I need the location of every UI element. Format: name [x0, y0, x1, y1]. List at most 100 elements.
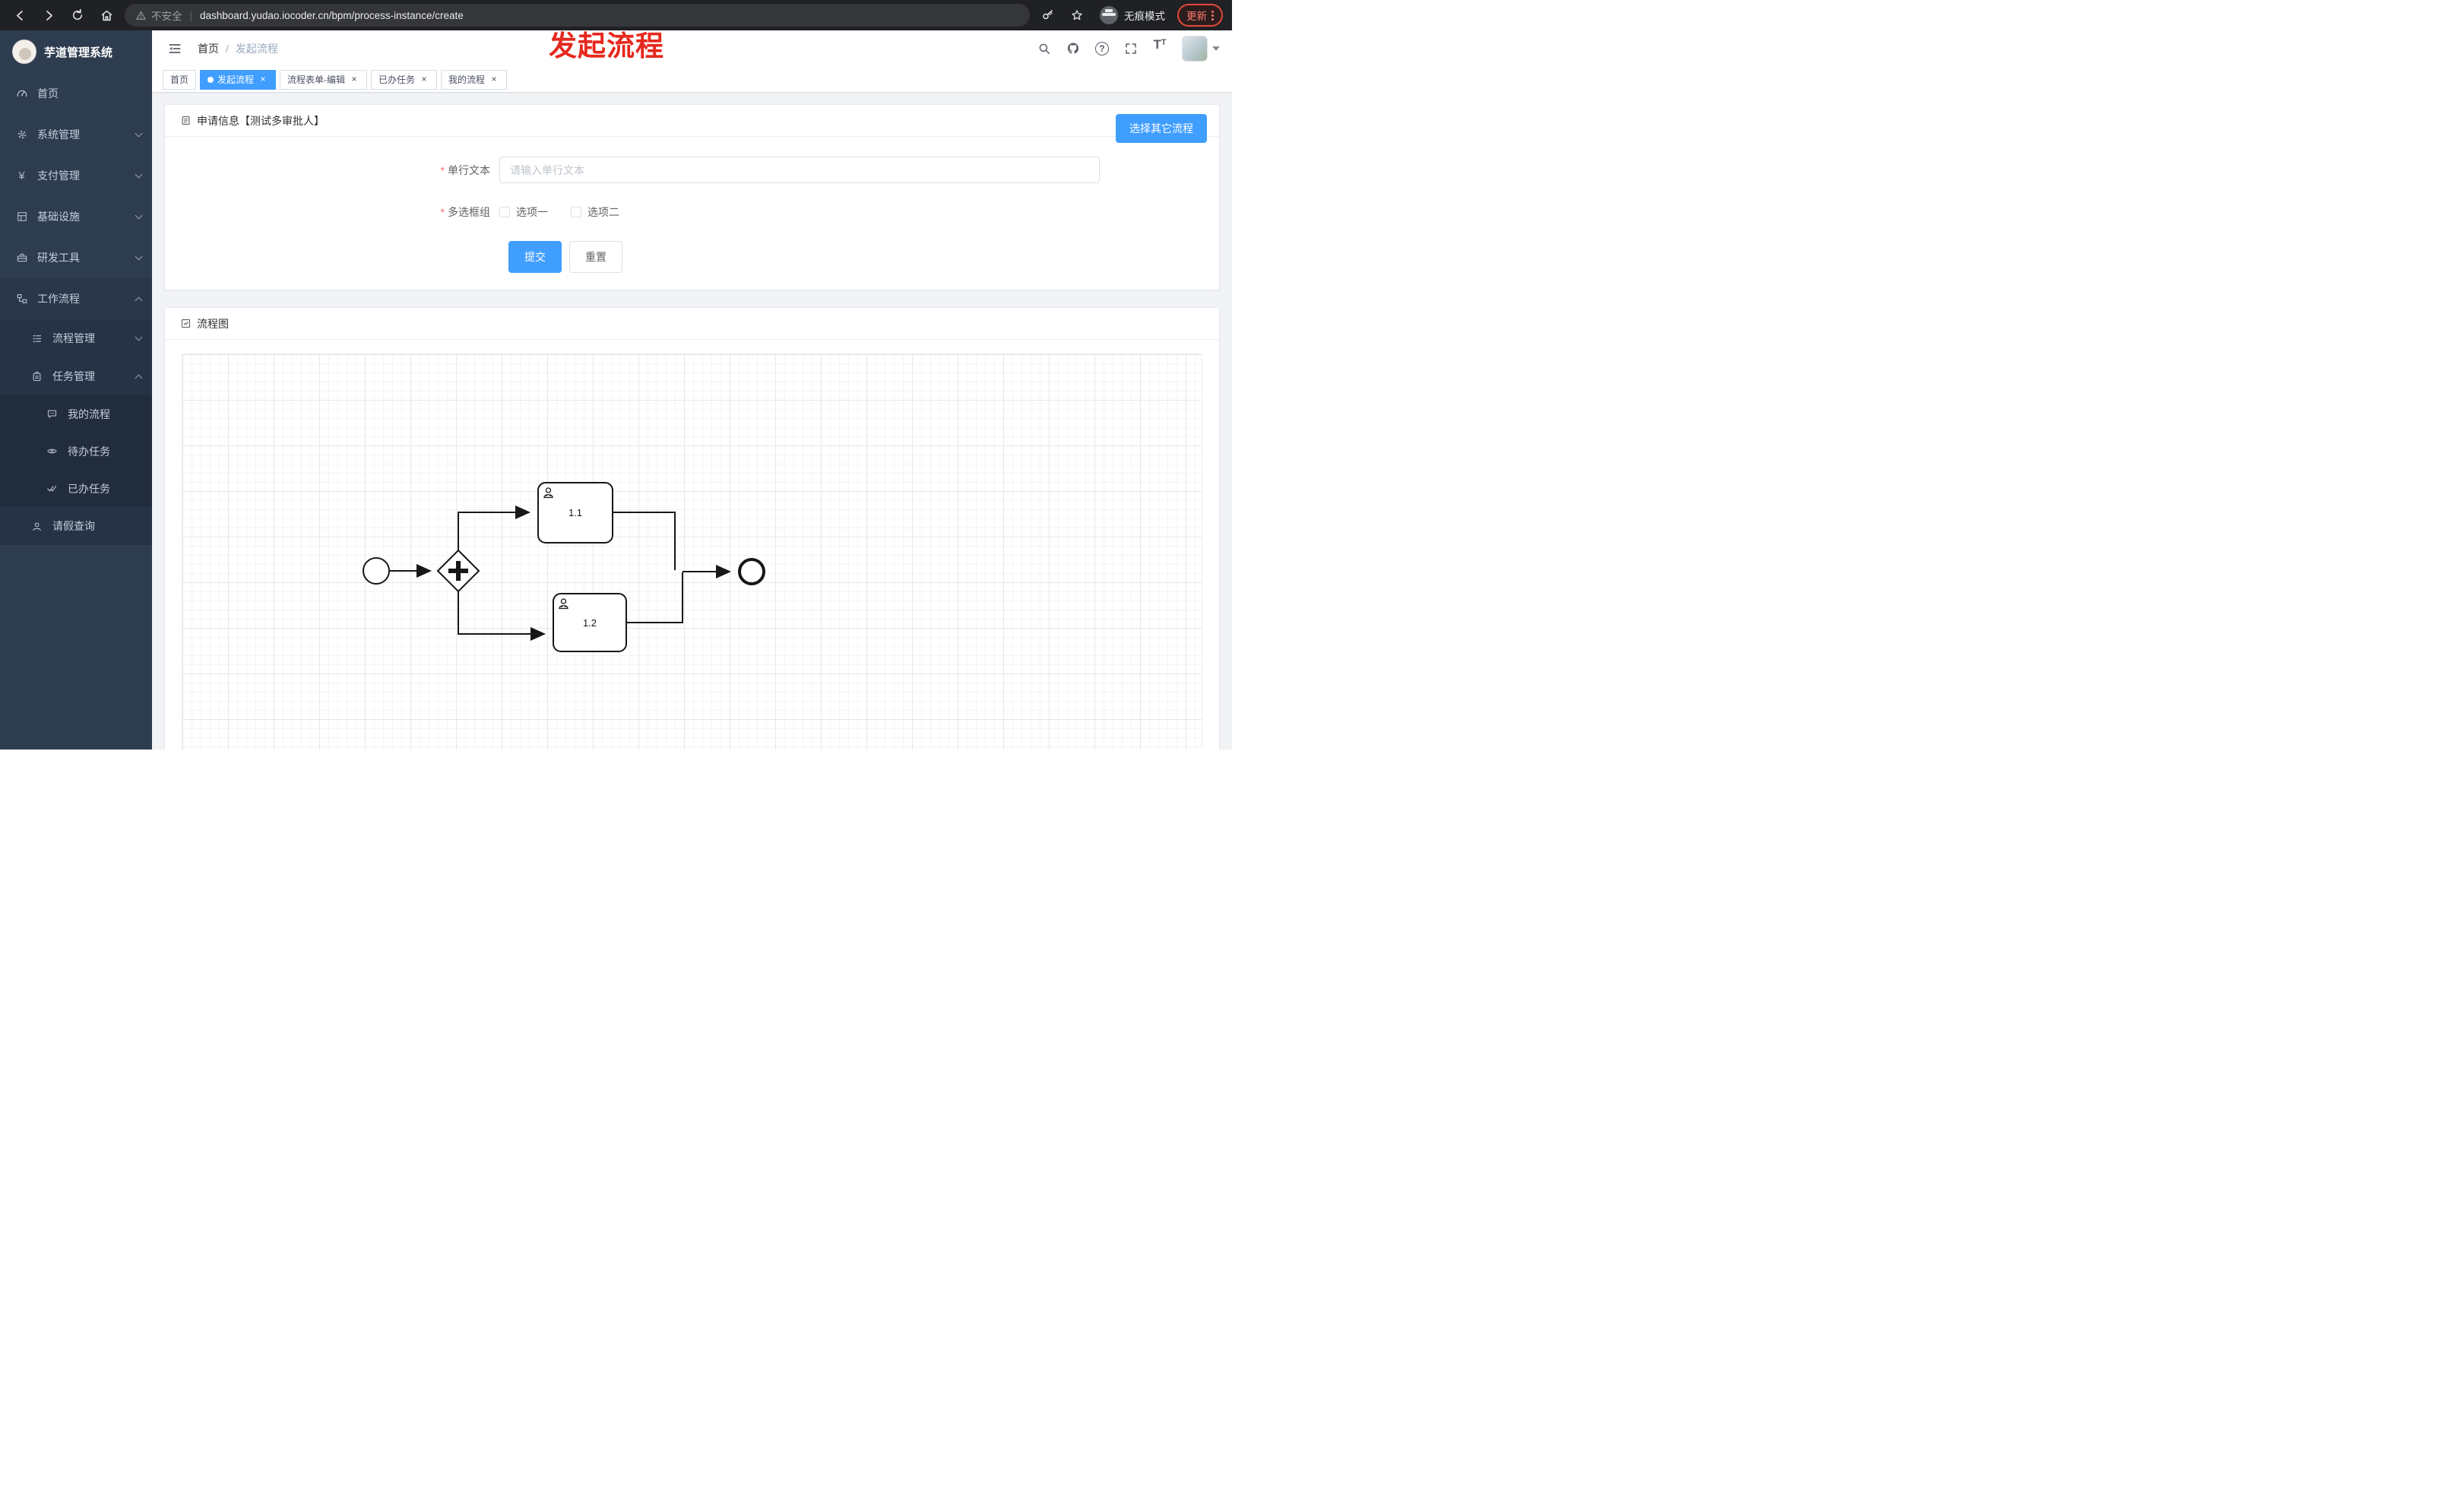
browser-reload-button[interactable] [67, 5, 88, 26]
choose-other-process-button[interactable]: 选择其它流程 [1116, 114, 1207, 143]
eye-icon [46, 445, 59, 458]
checkbox-option-2[interactable]: 选项二 [571, 204, 619, 220]
bpmn-canvas[interactable]: 1.1 1.2 [182, 353, 1202, 750]
workflow-submenu: 流程管理 任务管理 我的流程 待办任务 [0, 319, 152, 545]
sidebar-toggle-icon[interactable] [164, 38, 185, 59]
active-dot [207, 76, 214, 83]
sidebar-item-process-mgmt[interactable]: 流程管理 [0, 319, 152, 357]
sidebar-item-payment[interactable]: ¥ 支付管理 [0, 155, 152, 196]
close-icon[interactable]: × [491, 73, 497, 84]
tab-start-process[interactable]: 发起流程 × [200, 69, 277, 90]
flow-task1-out [613, 512, 676, 570]
flow-task2-out [626, 572, 683, 623]
avatar [1182, 36, 1208, 62]
flow-gateway-to-task1 [458, 505, 530, 550]
chat-icon [46, 407, 59, 420]
process-form: *单行文本 *多选框组 选项一 [165, 137, 1219, 290]
gear-icon [15, 128, 28, 141]
bpmn-diagram: 1.1 1.2 [363, 482, 765, 652]
update-label: 更新 [1186, 11, 1207, 22]
browser-update-button[interactable]: 更新 [1177, 4, 1223, 27]
search-icon[interactable] [1033, 37, 1056, 60]
incognito-indicator[interactable]: 无痕模式 [1095, 6, 1170, 24]
logo-avatar [12, 40, 36, 64]
chevron-up-icon [135, 374, 143, 382]
chevron-down-icon [135, 211, 143, 220]
apply-info-header: 申请信息【测试多审批人】 [165, 105, 1219, 137]
bpmn-user-task-2: 1.2 [553, 593, 627, 652]
browser-back-button[interactable] [9, 5, 30, 26]
address-separator: | [189, 9, 193, 21]
chart-icon [180, 318, 192, 329]
grid-icon [15, 211, 28, 223]
text-field-label: *单行文本 [440, 163, 490, 176]
checkbox-group: 选项一 选项二 [499, 204, 619, 220]
sidebar-item-leave-query[interactable]: 请假查询 [0, 507, 152, 545]
browser-chrome: 不安全 | dashboard.yudao.iocoder.cn/bpm/pro… [0, 0, 1232, 30]
sidebar-item-task-mgmt[interactable]: 任务管理 [0, 357, 152, 395]
browser-menu-icon[interactable] [1211, 10, 1214, 21]
browser-forward-button[interactable] [38, 5, 59, 26]
bpmn-parallel-gateway [436, 549, 480, 593]
security-label: 不安全 [151, 11, 182, 22]
apply-info-card: 申请信息【测试多审批人】 选择其它流程 *单行文本 *多选框组 [164, 104, 1220, 290]
fullscreen-icon[interactable] [1120, 37, 1142, 60]
github-icon[interactable] [1062, 37, 1085, 60]
chevron-down-icon [135, 170, 143, 179]
diagram-header: 流程图 [165, 308, 1219, 340]
breadcrumb-home-link[interactable]: 首页 [198, 43, 219, 55]
apply-info-title: 申请信息【测试多审批人】 [197, 114, 325, 127]
sidebar-item-system[interactable]: 系统管理 [0, 114, 152, 155]
single-line-text-input[interactable] [499, 157, 1100, 183]
breadcrumb-current: 发起流程 [235, 43, 278, 55]
sidebar-item-devtools[interactable]: 研发工具 [0, 237, 152, 278]
task-mgmt-submenu: 我的流程 待办任务 已办任务 [0, 395, 152, 507]
flow-gateway-to-task2 [458, 591, 546, 641]
clipboard-icon [30, 370, 43, 383]
task1-label: 1.1 [568, 507, 582, 518]
user-icon [30, 520, 43, 533]
bpmn-end-event [738, 558, 765, 585]
double-check-icon [46, 482, 59, 495]
sidebar-item-my-process[interactable]: 我的流程 [0, 395, 152, 433]
tab-home[interactable]: 首页 [163, 69, 197, 90]
close-icon[interactable]: × [260, 73, 266, 84]
diagram-title: 流程图 [197, 317, 229, 330]
checkbox-group-label: *多选框组 [440, 206, 490, 218]
url-text: dashboard.yudao.iocoder.cn/bpm/process-i… [200, 9, 464, 21]
tree-list-icon [30, 332, 43, 345]
submit-button[interactable]: 提交 [508, 241, 562, 273]
process-diagram-card: 流程图 [164, 307, 1220, 750]
tab-done-tasks[interactable]: 已办任务 × [371, 69, 438, 90]
sidebar-item-infra[interactable]: 基础设施 [0, 196, 152, 237]
security-indicator[interactable]: 不安全 [135, 8, 182, 23]
checkbox-icon [571, 207, 581, 217]
close-icon[interactable]: × [351, 73, 357, 84]
sidebar-item-done-tasks[interactable]: 已办任务 [0, 470, 152, 507]
reset-button[interactable]: 重置 [569, 241, 622, 273]
tags-view-bar: 首页 发起流程 × 流程表单-编辑 × 已办任务 × 我的流程 × [152, 67, 1232, 93]
tab-my-process[interactable]: 我的流程 × [441, 69, 508, 90]
warning-icon [135, 10, 147, 21]
dashboard-icon [15, 87, 28, 100]
sidebar-item-workflow[interactable]: 工作流程 [0, 278, 152, 319]
chevron-down-icon [135, 129, 143, 138]
help-icon[interactable]: ? [1091, 37, 1113, 60]
browser-home-button[interactable] [96, 5, 117, 26]
user-avatar-menu[interactable] [1182, 36, 1220, 62]
bpmn-user-task-1: 1.1 [537, 482, 613, 544]
sidebar-item-home[interactable]: 首页 [0, 73, 152, 114]
caret-down-icon [1212, 46, 1220, 51]
document-icon [180, 115, 192, 126]
close-icon[interactable]: × [421, 73, 427, 84]
checkbox-option-1[interactable]: 选项一 [499, 204, 548, 220]
tab-form-edit[interactable]: 流程表单-编辑 × [280, 69, 368, 90]
bookmark-star-icon[interactable] [1066, 5, 1088, 26]
overlay-annotation-text: 发起流程 [549, 30, 664, 62]
password-key-icon[interactable] [1037, 5, 1059, 26]
address-bar[interactable]: 不安全 | dashboard.yudao.iocoder.cn/bpm/pro… [125, 4, 1030, 27]
sidebar-item-todo-tasks[interactable]: 待办任务 [0, 433, 152, 470]
sidebar-logo[interactable]: 芋道管理系统 [0, 30, 152, 73]
